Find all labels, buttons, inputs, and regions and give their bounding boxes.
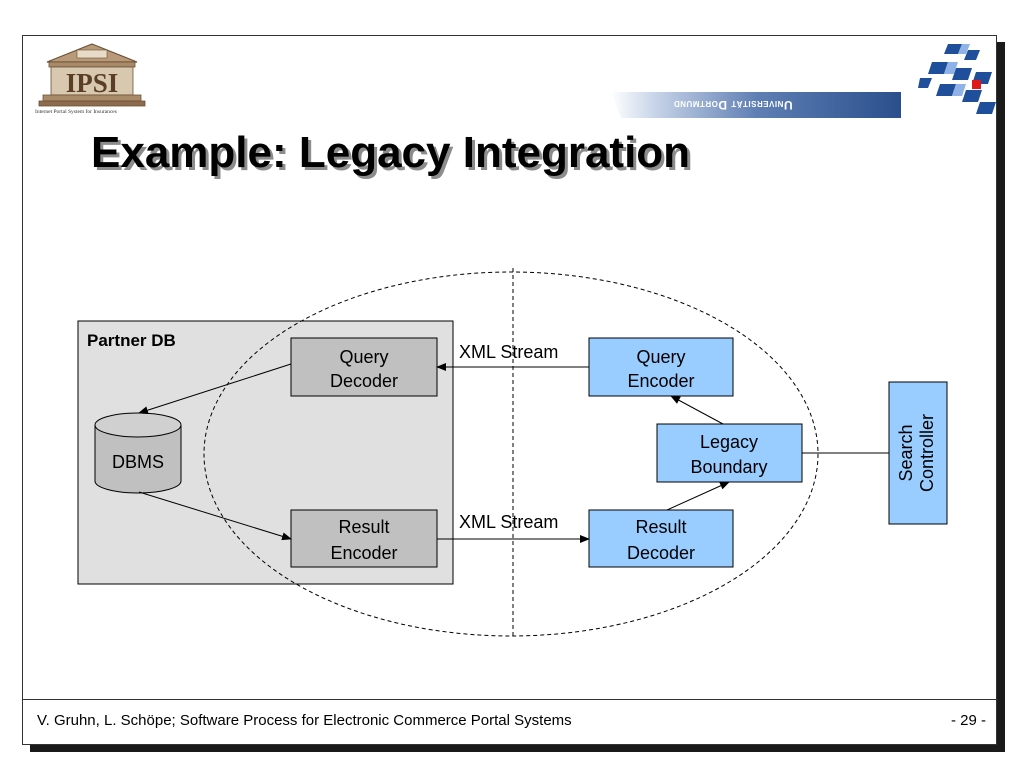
ipsi-logo: IPSI — [38, 43, 146, 107]
result-decoder-line2: Decoder — [627, 543, 695, 563]
arrow-result-decoder-to-legacy-boundary — [666, 481, 730, 511]
footer-authors: V. Gruhn, L. Schöpe; Software Process fo… — [37, 712, 572, 729]
query-encoder-box: Query Encoder — [588, 337, 734, 397]
slide-title: Example: Legacy Integration — [91, 128, 691, 177]
query-encoder-line2: Encoder — [627, 371, 694, 391]
result-decoder-line1: Result — [635, 517, 686, 537]
query-decoder-box: Query Decoder — [290, 337, 438, 397]
partner-db-label: Partner DB — [87, 331, 176, 350]
university-banner — [611, 92, 901, 118]
integration-boundary-ellipse — [203, 271, 819, 637]
legacy-integration-diagram: Partner DB DBMS Query Decoder Result Enc… — [77, 268, 948, 637]
footer-divider — [23, 699, 998, 700]
legacy-boundary-line2: Boundary — [690, 457, 767, 477]
query-decoder-line2: Decoder — [330, 371, 398, 391]
search-controller-line2: Controller — [917, 414, 937, 492]
xml-stream-label-top: XML Stream — [459, 342, 558, 362]
result-encoder-line1: Result — [338, 517, 389, 537]
query-encoder-line1: Query — [636, 347, 685, 367]
search-controller-line1: Search — [896, 424, 916, 481]
slide: IPSI Internet Portal System for Insuranc… — [22, 35, 998, 745]
page-number: - 29 - — [950, 712, 986, 729]
query-decoder-line1: Query — [339, 347, 388, 367]
ipsi-logo-text: IPSI — [66, 68, 119, 98]
arrow-legacy-boundary-to-query-encoder — [670, 395, 724, 425]
xml-stream-label-bottom: XML Stream — [459, 512, 558, 532]
result-encoder-box: Result Encoder — [290, 509, 438, 568]
arrow-dbms-to-result-encoder — [138, 491, 292, 541]
legacy-boundary-line1: Legacy — [700, 432, 758, 452]
dbms-label: DBMS — [112, 452, 164, 472]
university-corner-logo — [918, 44, 996, 114]
arrow-query-decoder-to-dbms — [138, 363, 292, 415]
search-controller-box: Search Controller — [888, 381, 948, 525]
legacy-boundary-box: Legacy Boundary — [656, 423, 803, 483]
dbms-cylinder: DBMS — [94, 412, 182, 494]
logo-caption: Internet Portal System for Insurances — [35, 109, 117, 115]
result-decoder-box: Result Decoder — [588, 509, 734, 568]
result-encoder-line2: Encoder — [330, 543, 397, 563]
